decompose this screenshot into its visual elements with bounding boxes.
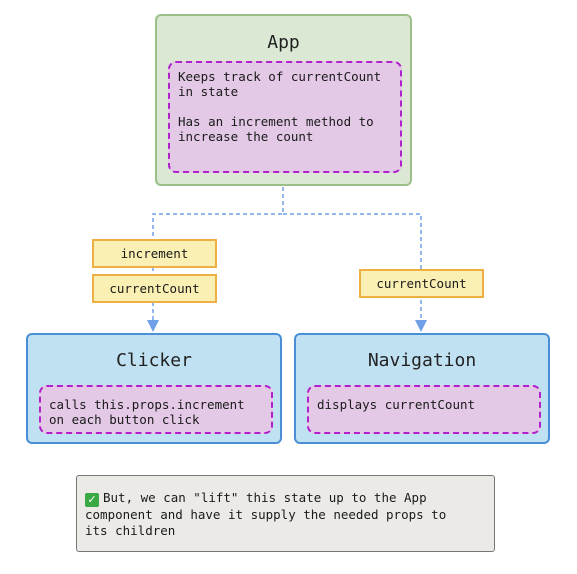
arrowhead-clicker — [147, 320, 159, 332]
prop-increment: increment — [92, 239, 217, 268]
app-component: App Keeps track of currentCount in state… — [155, 14, 412, 186]
check-mark-icon: ✓ — [85, 493, 99, 507]
app-title: App — [267, 32, 300, 53]
app-note: Keeps track of currentCount in state Has… — [168, 61, 402, 173]
clicker-component: Clicker calls this.props.increment on ea… — [26, 333, 282, 444]
callout-text: But, we can "lift" this state up to the … — [85, 490, 447, 538]
clicker-note: calls this.props.increment on each butto… — [39, 385, 273, 434]
prop-current-count-clicker: currentCount — [92, 274, 217, 303]
prop-current-count-navigation: currentCount — [359, 269, 484, 298]
navigation-component: Navigation displays currentCount — [294, 333, 550, 444]
navigation-note: displays currentCount — [307, 385, 541, 434]
clicker-title: Clicker — [116, 350, 192, 371]
lift-state-callout: ✓But, we can "lift" this state up to the… — [76, 475, 495, 552]
arrowhead-navigation — [415, 320, 427, 332]
navigation-title: Navigation — [367, 350, 477, 371]
edge-app-to-clicker — [152, 187, 284, 326]
